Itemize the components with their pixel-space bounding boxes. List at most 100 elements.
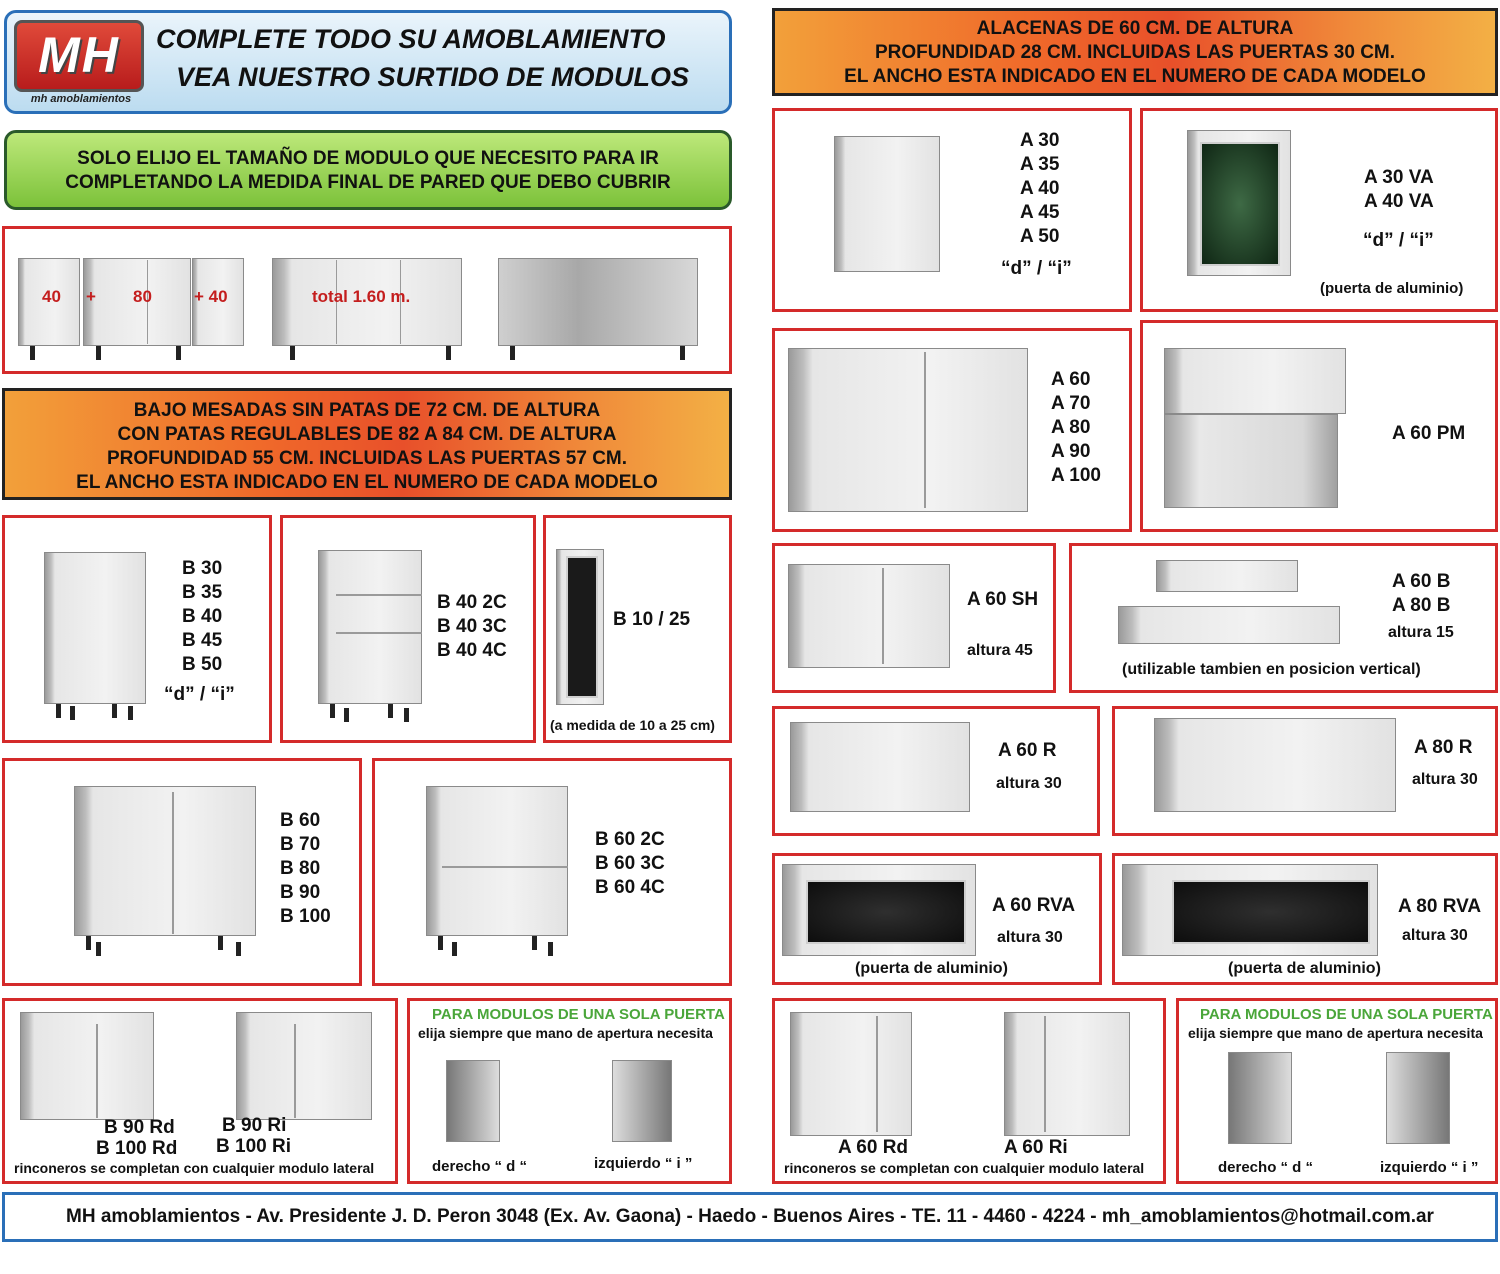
b-single-hand: “d” / “i” xyxy=(164,684,235,705)
hand-bottom-right-label: derecho “ d “ xyxy=(432,1158,528,1175)
a-corner-ri: A 60 Ri xyxy=(1004,1137,1068,1158)
b-single-model-3: B 45 xyxy=(182,630,223,651)
example-cabinet-40a xyxy=(18,258,80,346)
alacenas-line-1: ALACENAS DE 60 CM. DE ALTURA xyxy=(976,18,1294,39)
leg xyxy=(510,346,515,360)
a-b-rack-60 xyxy=(1156,560,1298,592)
footer: MH amoblamientos - Av. Presidente J. D. … xyxy=(2,1192,1498,1242)
intro-line-1: SOLO ELIJO EL TAMAÑO DE MODULO QUE NECES… xyxy=(77,148,659,169)
a-corner-rd-cabinet xyxy=(790,1012,912,1136)
door-split xyxy=(924,352,926,508)
bajo-line-2: CON PATAS REGULABLES DE 82 A 84 CM. DE A… xyxy=(117,424,617,445)
leg xyxy=(128,706,133,720)
b-drawers60-model-0: B 60 2C xyxy=(595,829,665,850)
a-sh-model: A 60 SH xyxy=(967,589,1039,610)
b-single-model-1: B 35 xyxy=(182,582,223,603)
a-pm-cabinet-open xyxy=(1164,414,1338,508)
b-corner-rd-cabinet xyxy=(20,1012,154,1120)
leg xyxy=(96,942,101,956)
hand-bottom-title: PARA MODULOS DE UNA SOLA PUERTA xyxy=(432,1006,725,1023)
b-drawers60-model-1: B 60 3C xyxy=(595,853,665,874)
logo: MH xyxy=(14,20,144,92)
b-double-model-1: B 70 xyxy=(280,834,321,855)
leg xyxy=(548,942,553,956)
alacenas-header: ALACENAS DE 60 CM. DE ALTURA PROFUNDIDAD… xyxy=(772,8,1498,96)
leg xyxy=(404,708,409,722)
hand-bottom-sub: elija siempre que mano de apertura neces… xyxy=(418,1025,713,1041)
b-narrow-model: B 10 / 25 xyxy=(613,609,691,630)
hand-bottom-left-label: izquierdo “ i ” xyxy=(594,1155,693,1172)
brand-title-2: VEA NUESTRO SURTIDO DE MODULOS xyxy=(176,62,690,92)
leg xyxy=(452,942,457,956)
door-split xyxy=(882,568,884,664)
leg xyxy=(30,346,35,360)
hand-bottom-right-cabinet xyxy=(446,1060,500,1142)
example-m1: 40 xyxy=(42,287,61,306)
example-cabinet-open xyxy=(498,258,698,346)
b-drawers60-cabinet xyxy=(426,786,568,936)
a-single-cabinet xyxy=(834,136,940,272)
a-va-note: (puerta de aluminio) xyxy=(1320,280,1464,297)
a-corner-note: rinconeros se completan con cualquier mo… xyxy=(784,1160,1145,1176)
b-double-cabinet xyxy=(74,786,256,936)
b-single-model-4: B 50 xyxy=(182,654,223,675)
alacenas-line-3: EL ANCHO ESTA INDICADO EN EL NUMERO DE C… xyxy=(844,66,1426,87)
a-80rva-model: A 80 RVA xyxy=(1398,896,1482,917)
b-double-model-0: B 60 xyxy=(280,810,321,831)
example-cabinet-80 xyxy=(83,258,191,346)
a-double-model-3: A 90 xyxy=(1051,441,1091,462)
example-total: total 1.60 m. xyxy=(312,287,411,306)
leg xyxy=(344,708,349,722)
door-split xyxy=(876,1016,878,1132)
a-corner-ri-cabinet xyxy=(1004,1012,1130,1136)
a-single-model-1: A 35 xyxy=(1020,154,1060,175)
hand-top-sub: elija siempre que mano de apertura neces… xyxy=(1188,1025,1483,1041)
leg xyxy=(236,942,241,956)
leg xyxy=(446,346,451,360)
a-80r-cabinet xyxy=(1154,718,1396,812)
alacenas-line-2: PROFUNDIDAD 28 CM. INCLUIDAS LAS PUERTAS… xyxy=(874,42,1396,63)
a-double-model-0: A 60 xyxy=(1051,369,1091,390)
a-80rva-height: altura 30 xyxy=(1402,927,1468,944)
a-60r-cabinet xyxy=(790,722,970,812)
a-single-box xyxy=(772,108,1132,312)
a-va-glass xyxy=(1200,142,1280,266)
a-double-model-4: A 100 xyxy=(1051,465,1101,486)
leg xyxy=(290,346,295,360)
example-cabinet-total xyxy=(272,258,462,346)
a-pm-cabinet-top xyxy=(1164,348,1346,414)
b-corner-ri2: B 100 Ri xyxy=(216,1136,291,1157)
a-60r-model: A 60 R xyxy=(998,740,1057,761)
b-double-model-4: B 100 xyxy=(280,906,331,927)
a-80r-model: A 80 R xyxy=(1414,737,1473,758)
b-drawers40-cabinet xyxy=(318,550,422,704)
b-drawers40-model-1: B 40 3C xyxy=(437,616,507,637)
leg xyxy=(388,704,393,718)
logo-subtitle: mh amoblamientos xyxy=(30,93,132,105)
bajo-line-1: BAJO MESADAS SIN PATAS DE 72 CM. DE ALTU… xyxy=(133,400,601,421)
b-drawers60-model-2: B 60 4C xyxy=(595,877,665,898)
footer-text: MH amoblamientos - Av. Presidente J. D. … xyxy=(66,1206,1434,1227)
a-va-model-0: A 30 VA xyxy=(1364,167,1434,188)
a-b-height: altura 15 xyxy=(1388,624,1454,641)
b-single-model-0: B 30 xyxy=(182,558,223,579)
a-80rva-note: (puerta de aluminio) xyxy=(1228,960,1381,977)
b-corner-ri-cabinet xyxy=(236,1012,372,1120)
example-plus2: + 40 xyxy=(194,287,228,306)
a-single-model-0: A 30 xyxy=(1020,130,1060,151)
a-60rva-height: altura 30 xyxy=(997,929,1063,946)
bajo-mesadas-header: BAJO MESADAS SIN PATAS DE 72 CM. DE ALTU… xyxy=(2,388,732,500)
door-split xyxy=(172,792,174,934)
leg xyxy=(56,704,61,718)
b-drawers40-model-2: B 40 4C xyxy=(437,640,507,661)
leg xyxy=(70,706,75,720)
b-corner-ri1: B 90 Ri xyxy=(222,1115,287,1136)
intro-line-2: COMPLETANDO LA MEDIDA FINAL DE PARED QUE… xyxy=(65,172,671,193)
b-corner-rd2: B 100 Rd xyxy=(96,1138,178,1159)
a-double-cabinet xyxy=(788,348,1028,512)
b-single-cabinet xyxy=(44,552,146,704)
a-sh-cabinet xyxy=(788,564,950,668)
leg xyxy=(86,936,91,950)
a-single-model-4: A 50 xyxy=(1020,226,1060,247)
brand-title-1: COMPLETE TODO SU AMOBLAMIENTO xyxy=(156,24,666,54)
